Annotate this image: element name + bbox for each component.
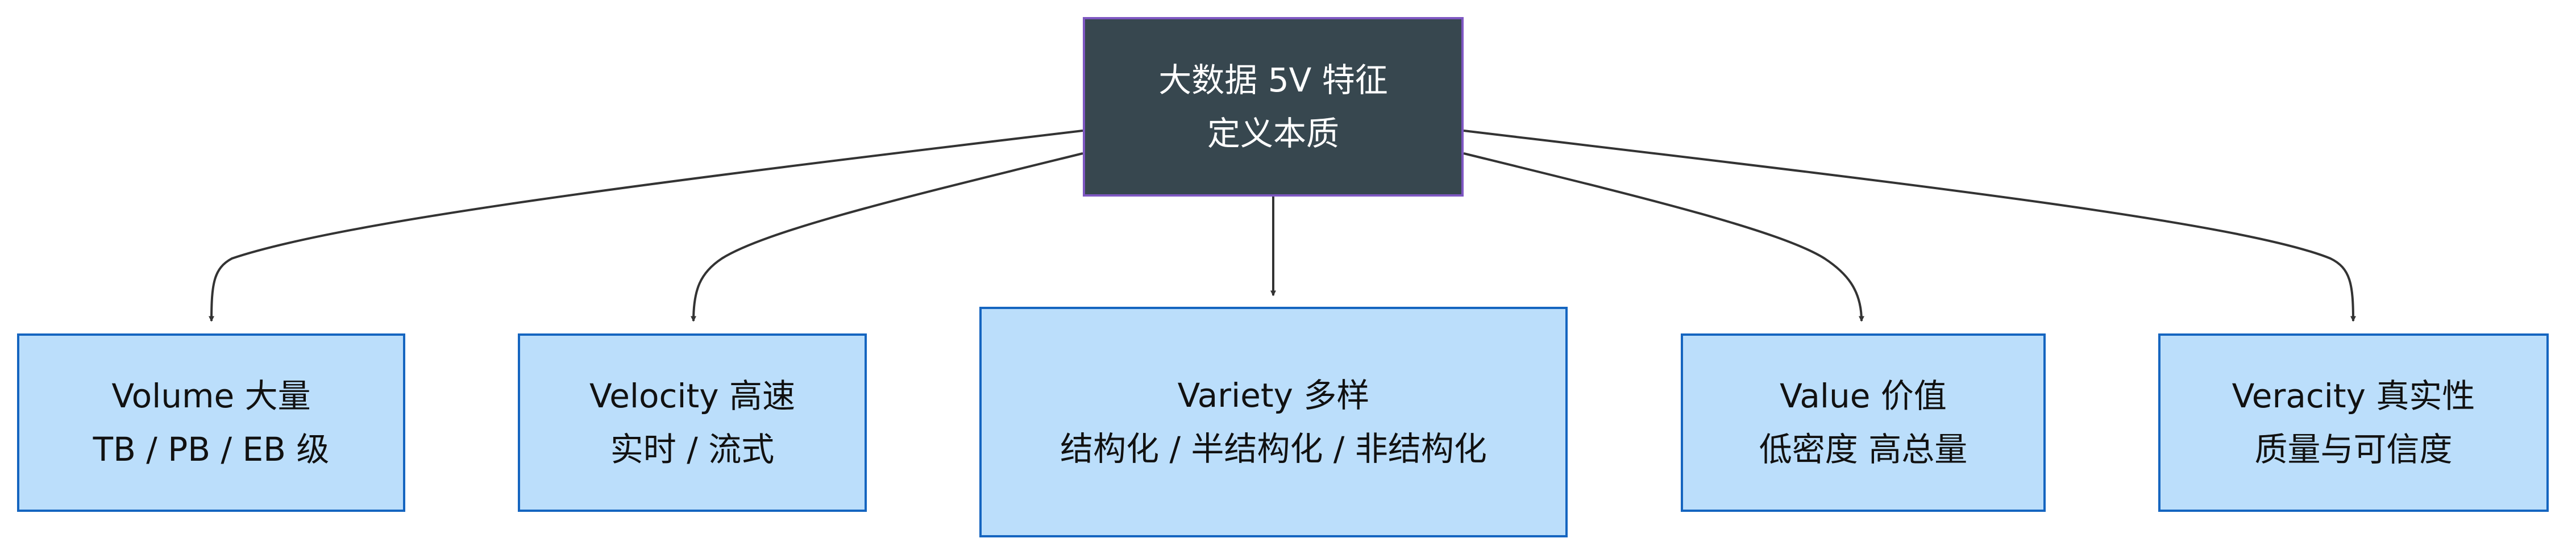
edge-to-veracity xyxy=(1463,130,2356,322)
root-node: 大数据 5V 特征 定义本质 xyxy=(1083,17,1464,197)
node-velocity: Velocity 高速 实时 / 流式 xyxy=(518,333,867,512)
node-volume-detail: TB / PB / EB 级 xyxy=(93,430,330,469)
node-volume-title: Volume 大量 xyxy=(111,377,311,415)
node-velocity-title: Velocity 高速 xyxy=(589,377,795,415)
edge-to-velocity xyxy=(691,152,1083,322)
node-veracity-title: Veracity 真实性 xyxy=(2232,377,2475,415)
node-volume: Volume 大量 TB / PB / EB 级 xyxy=(17,333,405,512)
node-variety-detail: 结构化 / 半结构化 / 非结构化 xyxy=(1060,429,1487,468)
node-veracity: Veracity 真实性 质量与可信度 xyxy=(2158,333,2549,512)
root-subtitle: 定义本质 xyxy=(1207,114,1339,153)
node-veracity-detail: 质量与可信度 xyxy=(2254,430,2453,469)
node-velocity-detail: 实时 / 流式 xyxy=(610,430,775,469)
node-value: Value 价值 低密度 高总量 xyxy=(1681,333,2046,512)
edge-to-value xyxy=(1463,152,1864,322)
node-variety-title: Variety 多样 xyxy=(1177,376,1370,415)
edge-to-volume xyxy=(209,130,1083,322)
root-title: 大数据 5V 特征 xyxy=(1158,61,1388,99)
node-value-detail: 低密度 高总量 xyxy=(1759,430,1968,469)
node-value-title: Value 价值 xyxy=(1780,377,1947,415)
node-variety: Variety 多样 结构化 / 半结构化 / 非结构化 xyxy=(979,307,1568,537)
